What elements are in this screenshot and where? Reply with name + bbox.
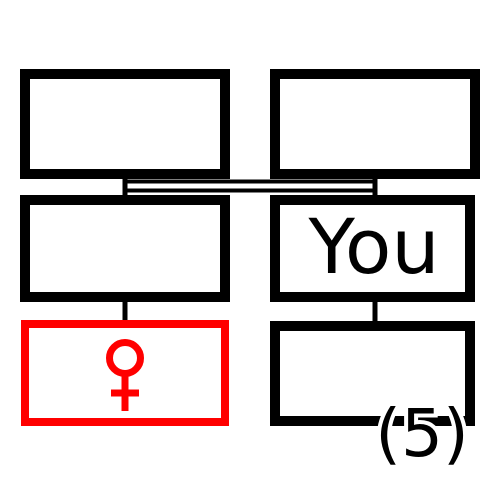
you-label: You	[308, 202, 440, 291]
connectors	[122, 176, 378, 324]
female-child-box	[21, 320, 229, 426]
child-group-box	[270, 321, 475, 426]
you-box	[270, 195, 475, 302]
female-symbol-icon	[106, 339, 144, 411]
child-count-label: (5)	[375, 395, 469, 472]
top-left-box	[20, 69, 230, 179]
middle-left-box	[20, 195, 230, 302]
child-count-label-halo: (5)	[375, 395, 469, 472]
top-right-box	[270, 69, 480, 179]
